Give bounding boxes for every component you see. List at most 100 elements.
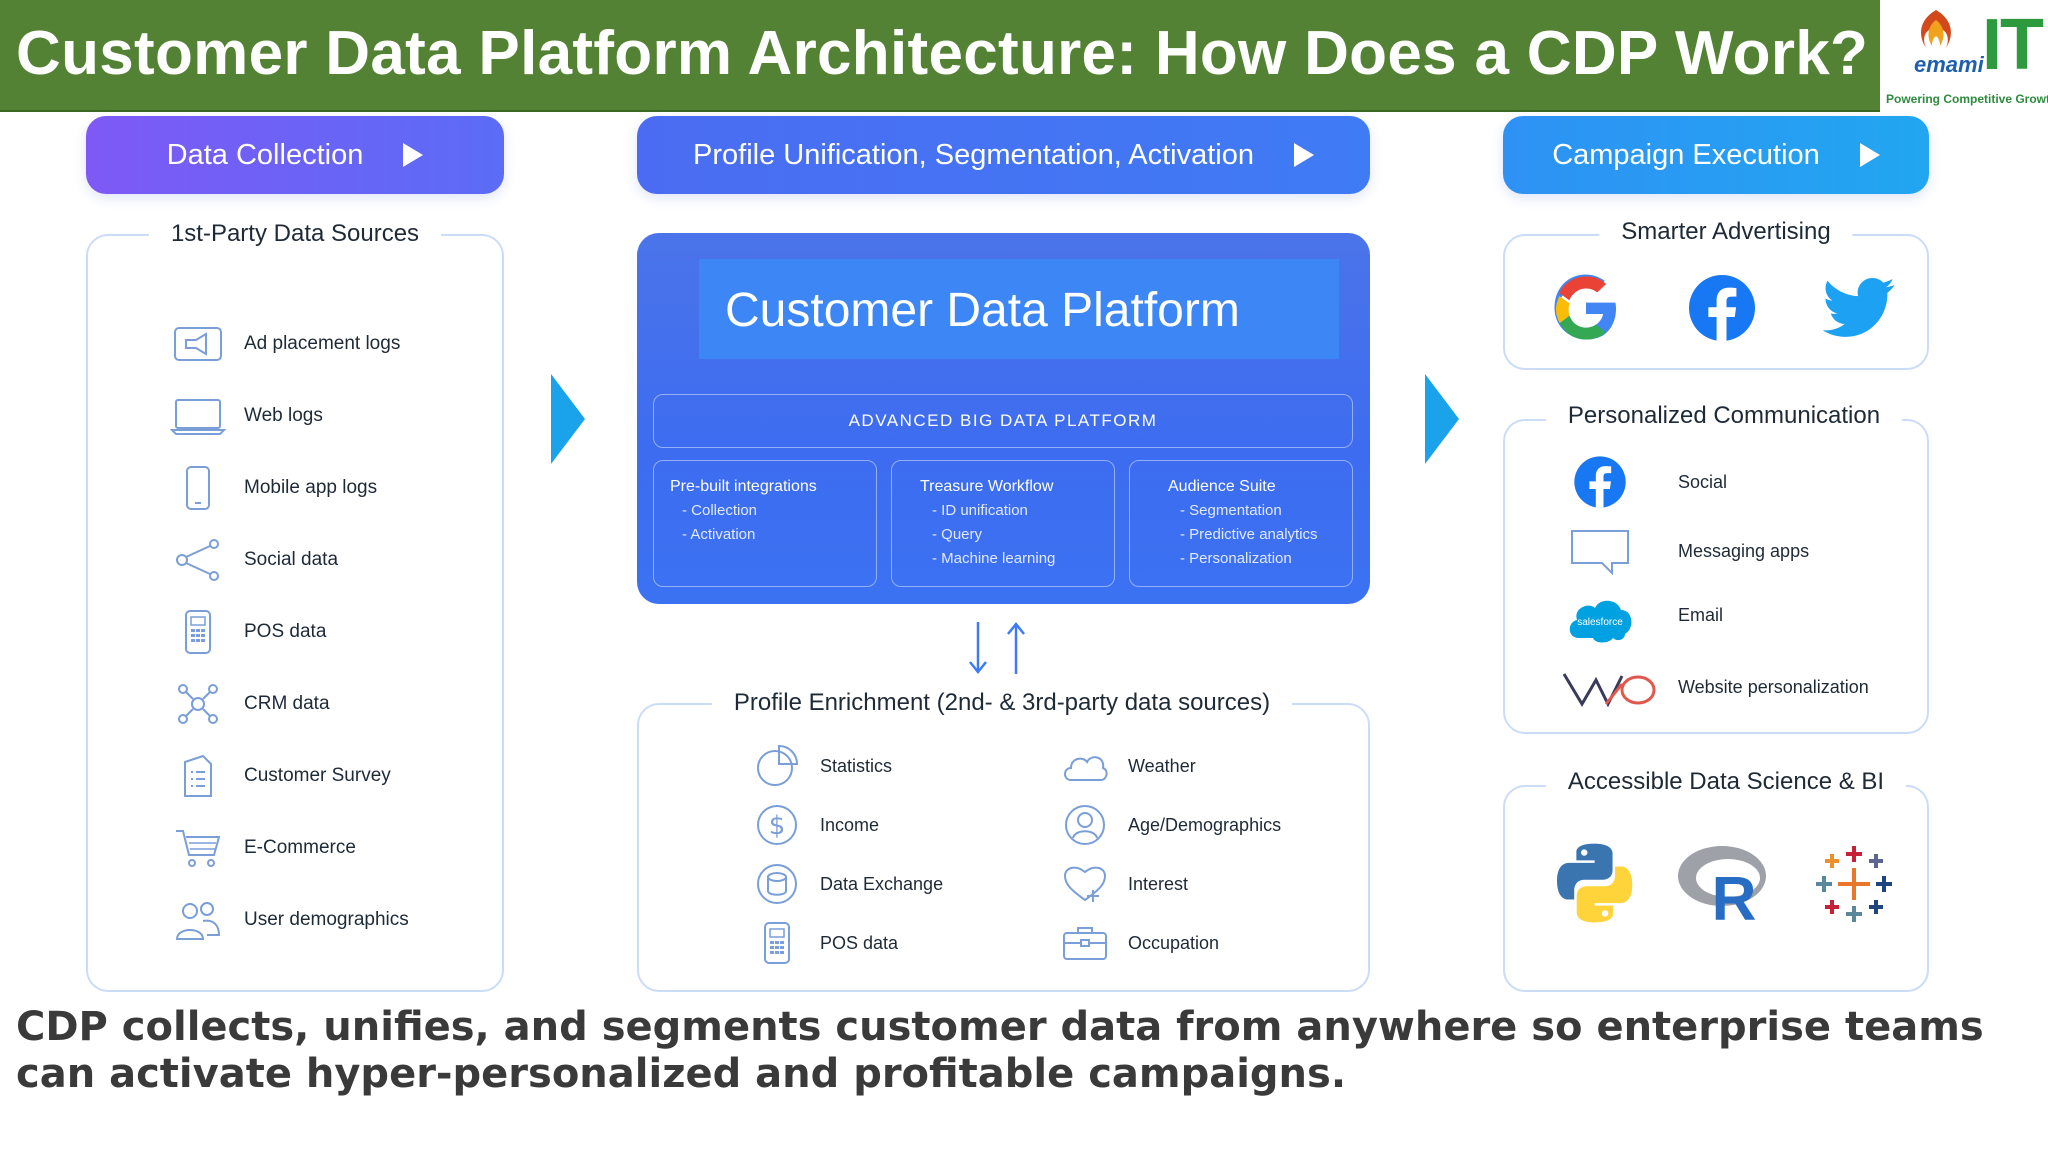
source-label: User demographics — [244, 909, 409, 930]
list-item — [1560, 454, 1640, 510]
cdp-title: Customer Data Platform — [725, 284, 1240, 337]
stage-campaign-execution[interactable]: Campaign Execution — [1503, 116, 1929, 194]
list-item: Mobile app logs — [170, 464, 377, 512]
communication-title: Personalized Communication — [1545, 402, 1903, 430]
share-icon — [170, 536, 226, 584]
enrichment-label: Interest — [1128, 873, 1189, 894]
chat-bubble-icon — [1560, 524, 1640, 580]
workflow-box: Treasure Workflow - ID unification - Que… — [891, 460, 1115, 587]
list-item: Occupation — [1060, 918, 1219, 968]
sync-arrows-icon — [969, 621, 1025, 675]
megaphone-icon — [170, 320, 226, 368]
dollar-icon: $ — [752, 800, 802, 850]
logo-word: emami — [1914, 52, 1984, 77]
cdp-box: Customer Data Platform ADVANCED BIG DATA… — [637, 233, 1370, 604]
enrichment-label: Income — [820, 814, 880, 835]
pos-terminal-icon — [170, 608, 226, 656]
logo-it-text: IT — [1982, 5, 2044, 85]
list-item: Ad placement logs — [170, 320, 400, 368]
phone-icon — [170, 464, 226, 512]
tableau-icon[interactable] — [1812, 842, 1896, 926]
vwo-icon[interactable] — [1560, 660, 1660, 716]
svg-text:R: R — [1712, 865, 1757, 924]
title-bar: Customer Data Platform Architecture: How… — [0, 0, 1880, 112]
python-icon[interactable] — [1552, 840, 1638, 926]
enrichment-label: Data Exchange — [820, 873, 944, 894]
heart-icon — [1060, 859, 1110, 909]
cdp-header: Customer Data Platform — [699, 259, 1339, 359]
page-title: Customer Data Platform Architecture: How… — [16, 19, 1869, 88]
box-line: - Personalization — [1180, 550, 1292, 567]
box-title: Audience Suite — [1168, 478, 1276, 495]
box-line: - Query — [932, 526, 983, 543]
twitter-icon[interactable] — [1822, 276, 1896, 340]
enrichment-label: Weather — [1128, 755, 1196, 776]
source-label: Mobile app logs — [244, 477, 378, 498]
enrichment-label: Age/Demographics — [1128, 814, 1282, 835]
survey-icon — [170, 752, 226, 800]
source-label: CRM data — [244, 693, 330, 714]
list-item: Web logs — [170, 392, 323, 440]
salesforce-icon[interactable]: salesforce — [1560, 592, 1640, 648]
enrichment-label: Statistics — [820, 755, 893, 776]
facebook-icon[interactable] — [1686, 272, 1758, 344]
list-item: Interest — [1060, 859, 1188, 909]
pos-terminal-icon — [752, 918, 802, 968]
enrichment-title: Profile Enrichment (2nd- & 3rd-party dat… — [711, 689, 1293, 717]
users-icon — [170, 896, 226, 944]
flow-arrow-icon — [1425, 374, 1459, 464]
laptop-icon — [170, 392, 226, 440]
box-line: - Segmentation — [1180, 502, 1282, 519]
list-item: Statistics — [752, 741, 892, 791]
facebook-icon[interactable] — [1560, 454, 1640, 510]
source-label: Social data — [244, 549, 339, 570]
play-icon — [1859, 143, 1880, 167]
list-item: E-Commerce — [170, 824, 356, 872]
briefcase-icon — [1060, 918, 1110, 968]
list-item: Age/Demographics — [1060, 800, 1281, 850]
source-label: Customer Survey — [244, 765, 391, 786]
list-item: User demographics — [170, 896, 409, 944]
comm-label: Email — [1678, 605, 1724, 625]
sources-panel — [86, 234, 504, 992]
list-item: POS data — [752, 918, 898, 968]
enrichment-label: POS data — [820, 932, 899, 953]
svg-text:$: $ — [769, 811, 786, 841]
audience-box: Audience Suite - Segmentation - Predicti… — [1129, 460, 1353, 587]
source-label: Web logs — [244, 405, 323, 426]
list-item: Social data — [170, 536, 338, 584]
list-item — [1560, 524, 1640, 580]
google-icon[interactable] — [1550, 272, 1622, 344]
box-line: - Predictive analytics — [1180, 526, 1318, 543]
enrichment-label: Occupation — [1128, 932, 1220, 953]
r-icon[interactable]: R — [1676, 840, 1776, 924]
play-icon — [1293, 143, 1314, 167]
enrichment-panel — [637, 703, 1370, 992]
list-item: Customer Survey — [170, 752, 391, 800]
source-label: Ad placement logs — [244, 333, 401, 354]
stage-label: Profile Unification, Segmentation, Activ… — [693, 138, 1254, 171]
cloud-icon — [1060, 741, 1110, 791]
company-logo: emami IT Powering Competitive Growth — [1880, 0, 2048, 112]
logo-tagline: Powering Competitive Growth — [1886, 92, 2048, 106]
stage-profile-unification[interactable]: Profile Unification, Segmentation, Activ… — [637, 116, 1370, 194]
list-item: POS data — [170, 608, 326, 656]
integrations-box: Pre-built integrations - Collection - Ac… — [653, 460, 877, 587]
stage-data-collection[interactable]: Data Collection — [86, 116, 504, 194]
svg-text:salesforce: salesforce — [1577, 617, 1623, 628]
comm-label: Social — [1678, 472, 1728, 492]
user-circle-icon — [1060, 800, 1110, 850]
bigdata-label: ADVANCED BIG DATA PLATFORM — [653, 394, 1353, 448]
comm-label: Website personalization — [1678, 677, 1869, 697]
stage-label: Campaign Execution — [1552, 138, 1820, 171]
box-title: Pre-built integrations — [670, 478, 817, 495]
list-item: Weather — [1060, 741, 1196, 791]
database-sync-icon — [752, 859, 802, 909]
box-line: - Machine learning — [932, 550, 1056, 567]
caption: CDP collects, unifies, and segments cust… — [16, 1004, 1984, 1097]
stage-label: Data Collection — [166, 138, 364, 171]
source-label: POS data — [244, 621, 327, 642]
advertising-title: Smarter Advertising — [1599, 218, 1853, 246]
flame-logo-icon — [1921, 10, 1951, 48]
list-item — [1560, 660, 1660, 716]
